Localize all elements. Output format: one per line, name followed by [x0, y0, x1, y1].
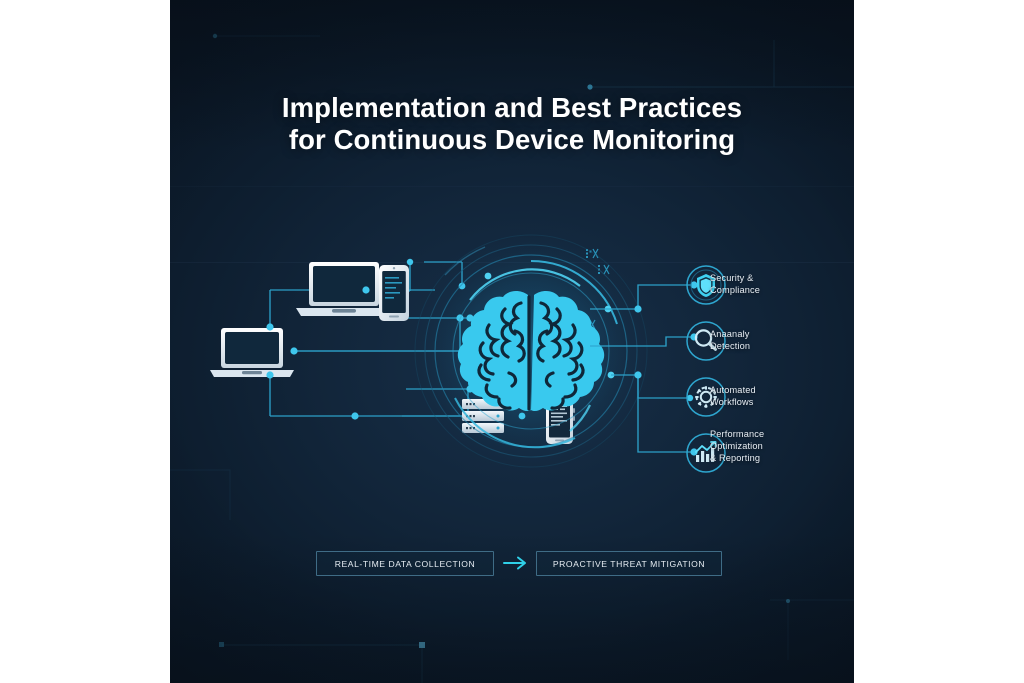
shield-icon[interactable] [686, 265, 726, 305]
diagram: Security & Compliance Anaanaly Detection… [170, 0, 854, 683]
brain-icon [457, 291, 605, 412]
arrow-right-icon [503, 556, 526, 570]
bar-chart-icon[interactable] [686, 433, 726, 473]
flow-pill-threat-mitigation[interactable]: PROACTIVE THREAT MITIGATION [536, 551, 722, 576]
ring-node [484, 272, 492, 280]
magnifier-icon[interactable] [686, 321, 726, 361]
laptop-icon [210, 328, 294, 377]
laptop-icon [296, 262, 392, 316]
feature-label-anomaly: Anaanaly Detection [710, 329, 751, 352]
flow-pill-data-collection[interactable]: REAL-TIME DATA COLLECTION [316, 551, 494, 576]
feature-label-workflows: Automated Workflows [710, 385, 756, 408]
smartphone-icon [379, 265, 409, 321]
infographic-panel: Implementation and Best Practices for Co… [170, 0, 854, 683]
right-connector-lines [590, 284, 694, 453]
page-title: Implementation and Best Practices for Co… [281, 92, 743, 156]
gear-icon[interactable] [686, 377, 726, 417]
brain-rings [414, 234, 648, 468]
feature-label-security: Security & Compliance [710, 273, 761, 296]
feature-label-performance: Performance Optimization & Reporting [710, 429, 765, 464]
